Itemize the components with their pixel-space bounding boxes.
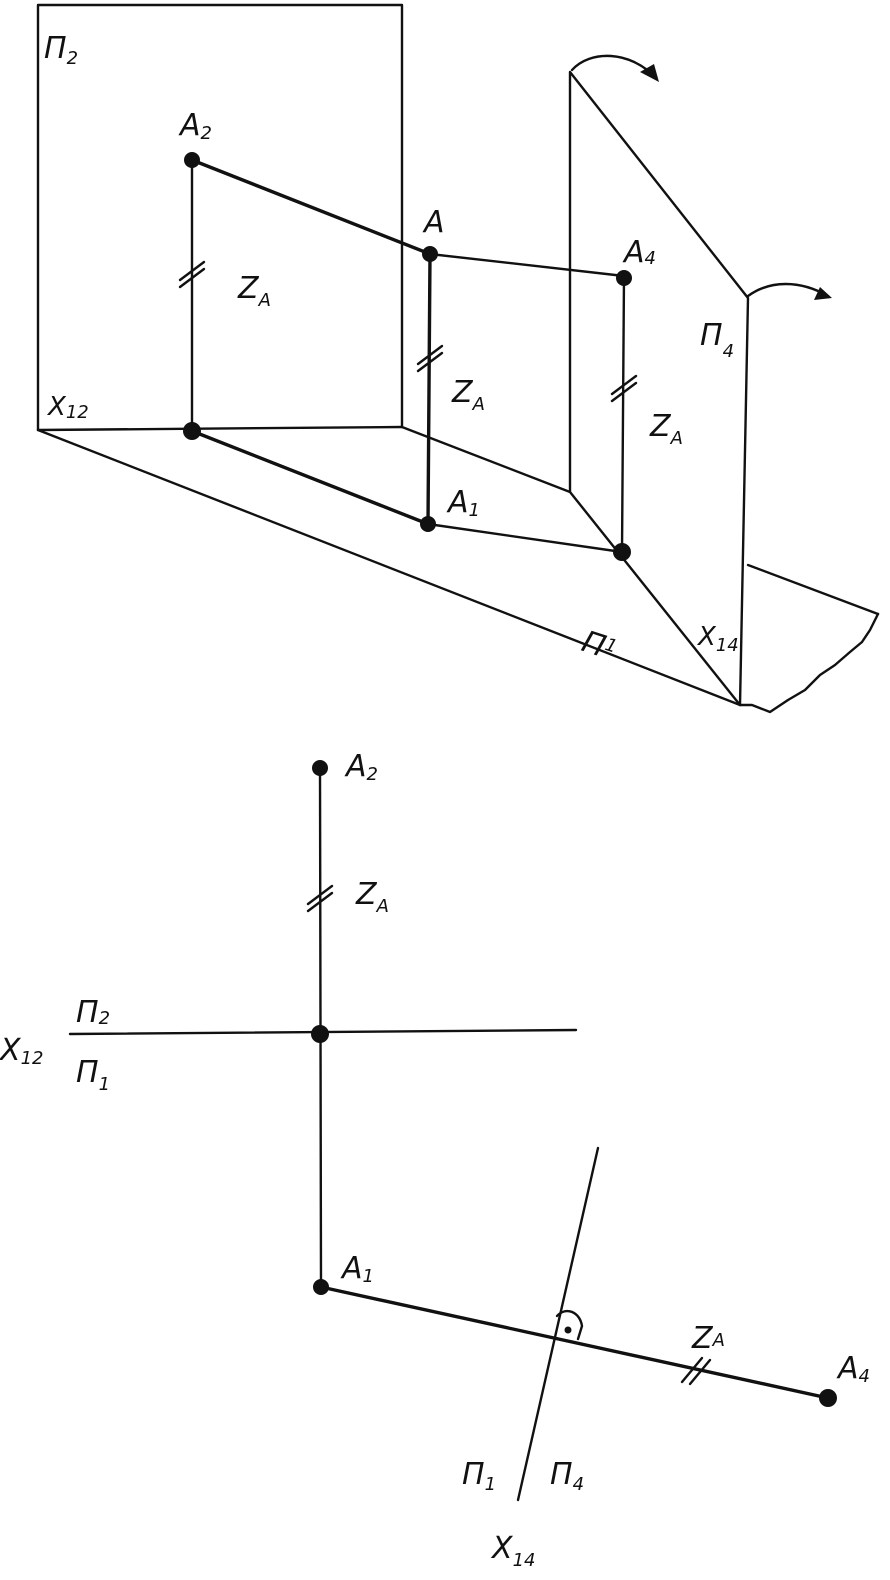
epure-point-a4-dot xyxy=(819,1389,837,1407)
label-za-1: ZA xyxy=(237,271,271,311)
label-point-a4: A4 xyxy=(622,235,656,270)
epure-label-p4-right: Π4 xyxy=(550,1457,584,1495)
plane-p2-frame xyxy=(36,3,404,432)
projector-a-a1 xyxy=(426,252,432,526)
line-x12-a1 xyxy=(190,429,430,526)
point-x12-dot xyxy=(183,422,201,440)
epure-point-x12-dot xyxy=(311,1025,329,1043)
rotation-arrow-right xyxy=(746,282,830,298)
isometric-view: Π2 Π4 Π1 X12 X14 A A2 A1 A4 ZA ZA ZA xyxy=(36,3,880,714)
point-x14-dot xyxy=(613,543,631,561)
epure-label-a2: A2 xyxy=(344,749,378,785)
label-point-a: A xyxy=(422,205,445,240)
rotation-arrow-top-head xyxy=(640,64,659,82)
epure-view: A2 ZA X12 Π2 Π1 A1 A4 ZA Π1 Π4 X14 xyxy=(0,749,870,1571)
epure-point-a2-dot xyxy=(312,760,328,776)
label-plane-p1: Π1 xyxy=(578,624,621,668)
epure-axis-x14 xyxy=(516,1146,600,1502)
point-a4-dot xyxy=(616,270,632,286)
label-plane-p2: Π2 xyxy=(44,31,78,69)
label-za-3: ZA xyxy=(649,409,683,449)
epure-label-x12: X12 xyxy=(0,1033,43,1069)
right-angle-mark xyxy=(555,1309,584,1341)
line-a1-x14 xyxy=(426,522,624,554)
label-axis-x12: X12 xyxy=(46,392,89,423)
epure-point-a1-dot xyxy=(313,1279,329,1295)
projector-a4-x14 xyxy=(620,274,626,554)
epure-label-a4: A4 xyxy=(836,1351,870,1387)
epure-label-za-new: ZA xyxy=(691,1321,725,1356)
epure-line-a1-a4 xyxy=(319,1285,830,1400)
rotation-arrow-top xyxy=(570,54,658,80)
point-a2-dot xyxy=(184,152,200,168)
rotation-arrow-right-head xyxy=(814,287,832,300)
right-angle-dot xyxy=(564,1326,572,1334)
plane-p4-frame xyxy=(568,70,750,707)
plane-p1-back-edge-right xyxy=(746,563,880,616)
point-a-dot xyxy=(422,246,438,262)
tick-marks-iso xyxy=(178,260,638,403)
line-a-a4 xyxy=(428,252,626,278)
label-axis-x14: X14 xyxy=(696,622,739,656)
axis-x12-line xyxy=(36,425,404,432)
epure-label-p1-left: Π1 xyxy=(462,1457,496,1495)
point-a1-dot xyxy=(420,516,436,532)
epure-label-p1-below: Π1 xyxy=(76,1055,110,1095)
plane-p1-torn-edge xyxy=(738,612,880,714)
epure-label-x14: X14 xyxy=(490,1531,535,1571)
epure-label-a1: A1 xyxy=(340,1251,374,1287)
label-plane-p4: Π4 xyxy=(700,318,734,362)
epure-label-p2-above: Π2 xyxy=(76,995,110,1030)
epure-label-za-vertical: ZA xyxy=(355,877,389,917)
label-za-2: ZA xyxy=(451,375,485,415)
tick-marks-epure xyxy=(306,884,712,1386)
line-a2-a xyxy=(190,158,432,256)
label-point-a1: A1 xyxy=(446,485,480,521)
plane-p1-front-edge xyxy=(36,428,742,707)
label-point-a2: A2 xyxy=(178,108,212,144)
